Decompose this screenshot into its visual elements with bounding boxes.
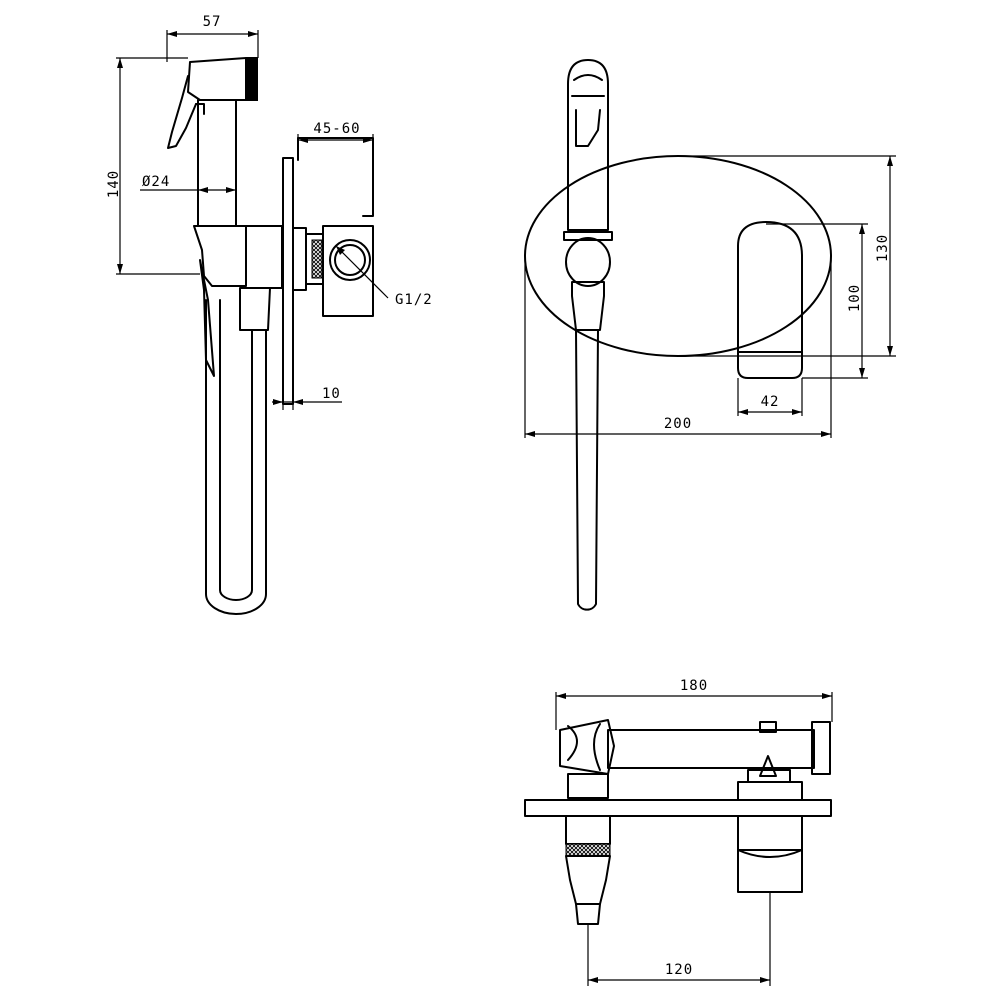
side-sprayer-body [197,99,237,227]
front-handle [737,221,803,379]
dim-130-label: 130 [875,234,891,262]
top-view: 180 120 [524,678,833,986]
dim-120-label: 120 [665,962,693,978]
side-view: 57 140 Ø24 45-60 [106,14,433,615]
side-wall-plate [282,157,307,405]
dim-42: 42 [737,378,803,416]
top-connector [565,815,611,925]
dim-diameter: Ø24 [140,174,236,193]
dim-10-label: 10 [322,386,341,402]
front-hose [575,329,599,611]
side-holder [193,225,283,377]
dim-diameter-label: Ø24 [142,174,170,190]
dim-140: 140 [106,57,200,275]
dim-130: 130 [678,155,896,357]
dim-thread: G1/2 [335,245,433,308]
dim-200: 200 [524,256,832,438]
dim-10: 10 [272,386,342,410]
side-concealed-box [297,137,374,317]
dim-45-60-label: 45-60 [313,121,360,137]
dim-120: 120 [587,892,771,986]
dim-thread-label: G1/2 [395,292,433,308]
front-holder [563,231,613,331]
dim-100: 100 [766,223,868,379]
side-hose-loop [205,299,267,615]
dim-180: 180 [555,678,833,730]
top-wall-plate [524,799,832,817]
top-sprayer [559,719,831,799]
top-cartridge [737,815,803,893]
dim-57: 57 [166,14,259,62]
dim-180-label: 180 [680,678,708,694]
dim-140-label: 140 [106,170,122,198]
front-sprayer [567,59,609,231]
dim-100-label: 100 [847,284,863,312]
dim-57-label: 57 [203,14,222,30]
dim-45-60: 45-60 [297,121,374,156]
front-oval-plate [524,155,832,357]
dim-200-label: 200 [664,416,692,432]
front-view: 130 100 42 200 [524,59,896,611]
dim-42-label: 42 [761,394,780,410]
side-sprayer-head [167,57,258,149]
top-valve-stem [737,755,803,801]
